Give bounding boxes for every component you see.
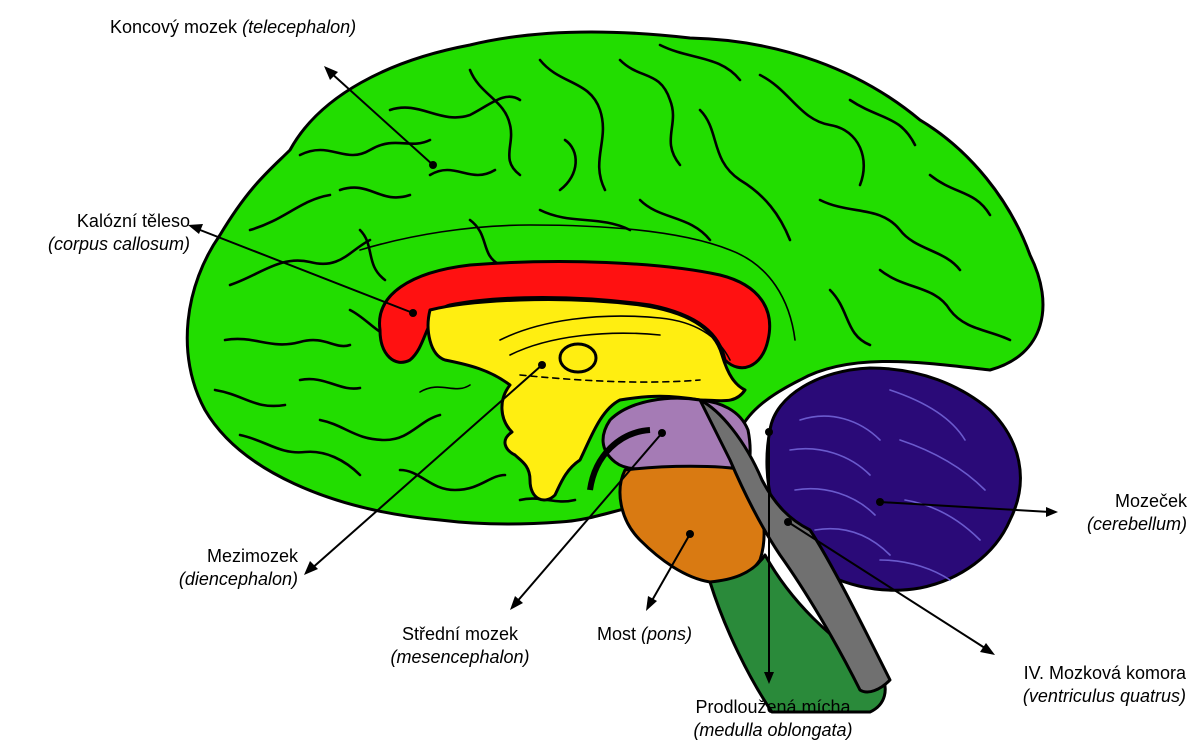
thalamus-oval (560, 344, 596, 372)
arrowhead-pons (646, 596, 657, 611)
label-medulla: Prodloužená mícha (medulla oblongata) (668, 696, 878, 742)
label-ventricle-latin: (ventriculus quatrus) (950, 685, 1186, 708)
label-medulla-latin: (medulla oblongata) (668, 719, 878, 742)
label-diencephalon: Mezimozek (diencephalon) (150, 545, 298, 591)
label-corpus-callosum-name: Kalózní těleso (12, 210, 190, 233)
label-diencephalon-latin: (diencephalon) (150, 568, 298, 591)
label-cerebellum-name: Mozeček (1050, 490, 1187, 513)
label-mesencephalon-latin: (mesencephalon) (375, 646, 545, 669)
label-ventricle-name: IV. Mozková komora (950, 662, 1186, 685)
label-telencephalon-name: Koncový mozek (110, 17, 237, 37)
label-telencephalon-latin: (telecephalon) (242, 17, 356, 37)
arrowhead-ventricle (980, 643, 995, 655)
label-mesencephalon: Střední mozek (mesencephalon) (375, 623, 545, 669)
label-diencephalon-name: Mezimozek (150, 545, 298, 568)
label-pons-name: Most (597, 624, 636, 644)
label-medulla-name: Prodloužená mícha (668, 696, 878, 719)
label-pons-latin: (pons) (641, 624, 692, 644)
label-cerebellum: Mozeček (cerebellum) (1050, 490, 1187, 536)
label-mesencephalon-name: Střední mozek (375, 623, 545, 646)
label-cerebellum-latin: (cerebellum) (1050, 513, 1187, 536)
label-corpus-callosum: Kalózní těleso (corpus callosum) (12, 210, 190, 256)
arrowhead-corpus-callosum (188, 224, 203, 234)
label-ventricle: IV. Mozková komora (ventriculus quatrus) (950, 662, 1186, 708)
arrowhead-diencephalon (304, 561, 318, 575)
label-corpus-callosum-latin: (corpus callosum) (12, 233, 190, 256)
label-telencephalon: Koncový mozek (telecephalon) (110, 16, 356, 39)
label-pons: Most (pons) (597, 623, 692, 646)
